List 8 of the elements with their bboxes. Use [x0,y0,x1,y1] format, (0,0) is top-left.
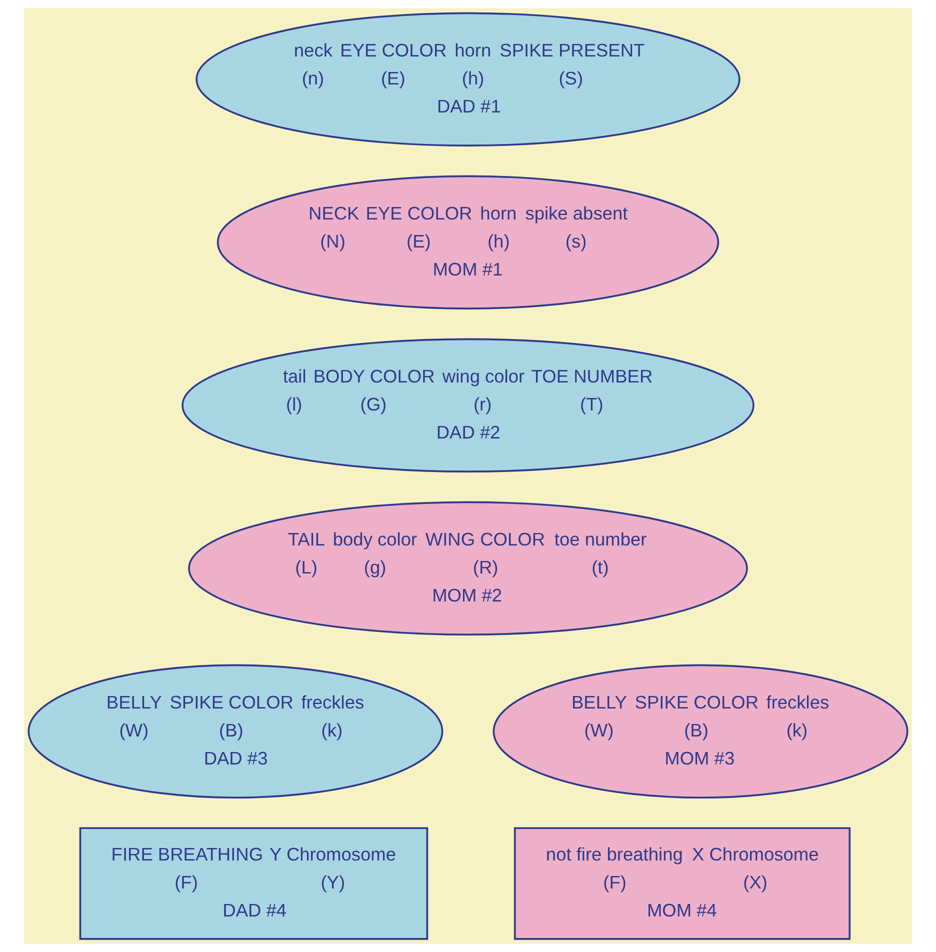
node-box: not fire breathing X Chromosome (F) (X) MOM #4 [514,827,851,940]
node-ellipse: NECK EYE COLOR horn spike absent (N) (E) (h) (s) MOM #1 [216,175,720,310]
node-ellipse: TAIL body color WING COLOR toe number (L) (g) (R) (t) MOM #2 [188,501,748,636]
node-box: FIRE BREATHING Y Chromosome (F) (Y) DAD #4 [79,827,428,940]
node-ellipse: BELLY SPIKE COLOR freckles (W) (B) (k) MOM #3 [492,664,908,799]
node-ellipse: BELLY SPIKE COLOR freckles (W) (B) (k) DAD #3 [28,664,444,799]
node-ellipse: tail BODY COLOR wing color TOE NUMBER (l) (G) (r) (T) DAD #2 [182,338,754,473]
node-ellipse: neck EYE COLOR horn SPIKE PRESENT (n) (E) (h) (S) DAD #1 [196,12,740,147]
